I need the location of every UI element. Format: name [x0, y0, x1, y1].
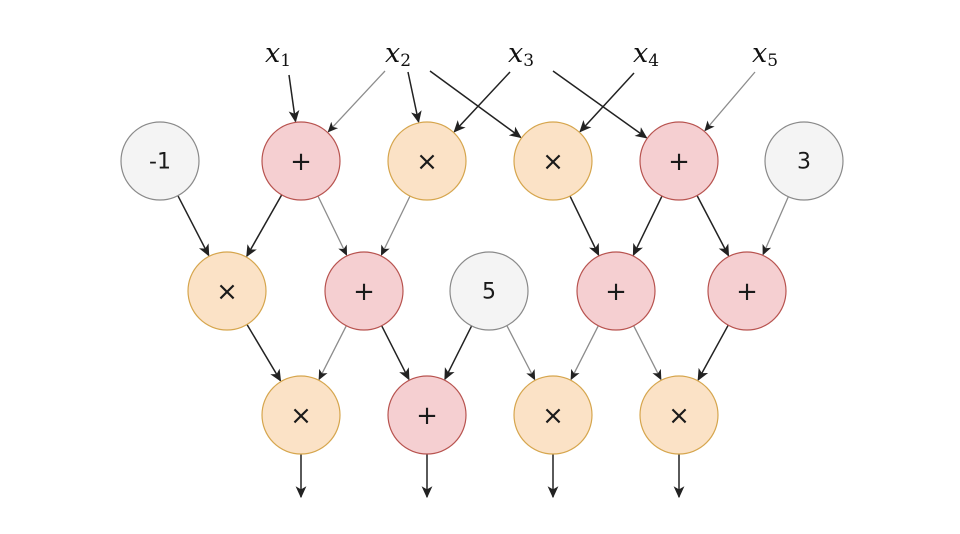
const-node-circle [449, 251, 529, 331]
mul-node-label: × [290, 401, 312, 431]
add-node-label: + [290, 147, 312, 177]
mul-node-label: × [542, 147, 564, 177]
const-node-label: 3 [797, 150, 811, 175]
edge-c_3-to-m4 [762, 196, 789, 256]
input-label-subscript: 1 [280, 51, 291, 71]
mul-node-label: × [668, 401, 690, 431]
edge-x1-to-n1 [288, 74, 300, 123]
add-node-label: + [736, 277, 758, 307]
input-label-subscript: 2 [400, 51, 411, 71]
edge-c_5-to-o2 [444, 325, 473, 381]
edge-n2-to-m2 [380, 195, 411, 256]
edge-n3-to-m3 [569, 195, 600, 257]
node-c_5: 5 [449, 251, 529, 331]
const-node-circle [764, 121, 844, 201]
node-m1: × [187, 251, 267, 331]
input-label-base: x [265, 38, 280, 69]
node-o3: × [513, 375, 593, 455]
const-node-label: 5 [482, 280, 496, 305]
nodes-layer: -1 + × × +3 × +5 + + × + × × [120, 121, 844, 455]
input-label-base: x [508, 38, 523, 69]
add-node-circle [387, 375, 467, 455]
input-label-x5: x5 [752, 38, 778, 71]
input-label-x4: x4 [633, 38, 659, 71]
edge-x2-to-n3 [429, 70, 522, 139]
edge-x2-to-n2 [407, 71, 422, 124]
node-o4: × [639, 375, 719, 455]
edges-layer [177, 70, 789, 499]
mul-node-label: × [216, 277, 238, 307]
const-node-circle [120, 121, 200, 201]
edge-c_5-to-o3 [506, 325, 536, 381]
edge-m1-to-o1 [246, 324, 282, 382]
mul-node-circle [513, 375, 593, 455]
add-node-circle [707, 251, 787, 331]
add-node-label: + [353, 277, 375, 307]
edge-x3-to-n4 [552, 70, 648, 139]
mul-node-circle [187, 251, 267, 331]
node-o1: × [261, 375, 341, 455]
input-label-x1: x1 [265, 38, 291, 71]
edge-c_neg1-to-m1 [177, 195, 210, 257]
node-c_3: 3 [764, 121, 844, 201]
add-node-circle [324, 251, 404, 331]
add-node-circle [261, 121, 341, 201]
add-node-label: + [605, 277, 627, 307]
edge-n1-to-m2 [317, 195, 348, 256]
edge-m3-to-o4 [633, 325, 662, 381]
node-m3: + [576, 251, 656, 331]
add-node-circle [639, 121, 719, 201]
edge-m2-to-o2 [381, 325, 410, 381]
input-label-x2: x2 [385, 38, 411, 71]
mul-node-circle [513, 121, 593, 201]
edge-n4-to-m3 [632, 195, 663, 257]
input-label-subscript: 5 [767, 51, 778, 71]
mul-node-label: × [542, 401, 564, 431]
const-node-label: -1 [149, 150, 171, 175]
add-node-label: + [416, 401, 438, 431]
node-o2: + [387, 375, 467, 455]
input-label-base: x [385, 38, 400, 69]
edge-m2-to-o1 [318, 325, 347, 381]
edge-x2-to-n1 [327, 70, 386, 133]
edge-n1-to-m1 [246, 194, 283, 258]
node-m4: + [707, 251, 787, 331]
input-label-subscript: 4 [648, 51, 659, 71]
mul-node-label: × [416, 147, 438, 177]
mul-node-circle [261, 375, 341, 455]
add-node-label: + [668, 147, 690, 177]
node-n1: + [261, 121, 341, 201]
input-label-base: x [633, 38, 648, 69]
edge-m4-to-o4 [697, 324, 729, 381]
edge-m3-to-o3 [570, 325, 599, 381]
input-label-base: x [752, 38, 767, 69]
edge-x3-to-n2 [453, 71, 511, 133]
node-c_neg1: -1 [120, 121, 200, 201]
node-n2: × [387, 121, 467, 201]
node-n3: × [513, 121, 593, 201]
node-m2: + [324, 251, 404, 331]
mul-node-circle [639, 375, 719, 455]
edge-x5-to-n4 [704, 71, 756, 132]
add-node-circle [576, 251, 656, 331]
edge-n4-to-m4 [696, 195, 730, 257]
input-label-x3: x3 [508, 38, 534, 71]
edge-x4-to-n3 [579, 72, 635, 133]
mul-node-circle [387, 121, 467, 201]
node-n4: + [639, 121, 719, 201]
input-label-subscript: 3 [523, 51, 534, 71]
